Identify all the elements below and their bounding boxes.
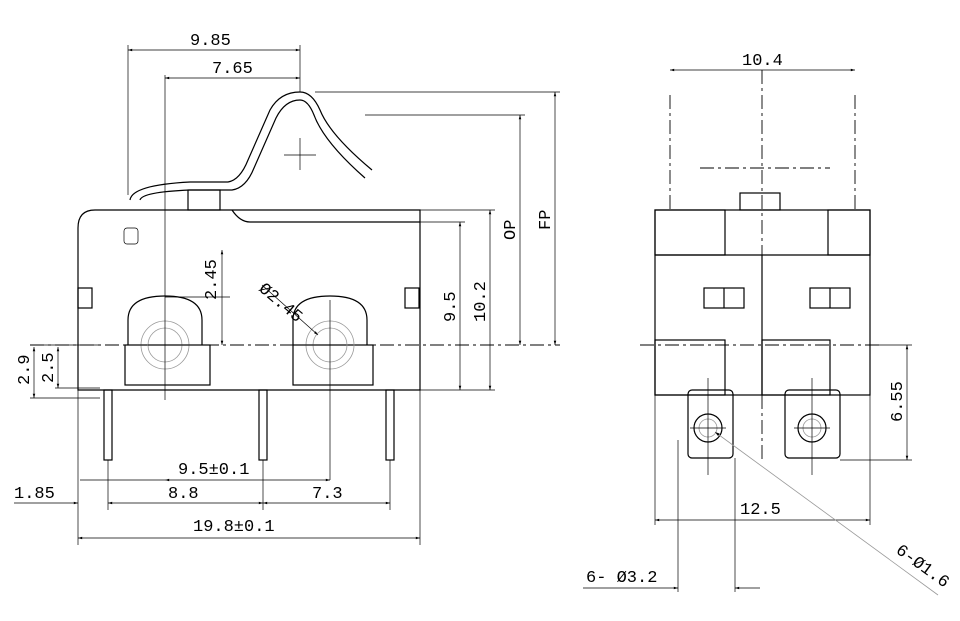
terminal-pin [258, 389, 268, 461]
switch-body [77, 209, 421, 391]
dim-hole-height: 2.45 [203, 259, 222, 300]
mark-icon [123, 227, 139, 245]
plunger [739, 192, 781, 211]
dim-body-height-a: 9.5 [442, 291, 461, 322]
terminal-pin [385, 389, 395, 461]
dim-lever-to-hole: 7.65 [212, 60, 253, 79]
dim-overall-width: 12.5 [740, 501, 781, 520]
dim-edge-offset: 1.85 [14, 485, 55, 504]
dim-body-height-b: 10.2 [472, 281, 491, 322]
mount-hole-left [124, 295, 211, 386]
dim-pin-pitch-b: 7.3 [312, 485, 343, 504]
dim-offset-a: 2.9 [16, 354, 35, 385]
dim-terminal-hole: 6- Ø3.2 [586, 569, 657, 588]
lever [129, 91, 373, 201]
dim-hole-pitch: 9.5±0.1 [178, 461, 249, 480]
dim-width: 10.4 [742, 52, 783, 71]
side-view: 9.85 7.65 OP FP 9.5 10.2 2.45 Ø2.45 2.9 … [14, 32, 560, 545]
dim-op: OP [502, 220, 521, 240]
dim-body-length: 19.8±0.1 [193, 518, 275, 537]
terminal-tab [784, 389, 841, 459]
end-view: 10.4 6.55 12.5 6- Ø3.2 6-Ø1.6 [583, 52, 952, 596]
terminal-tab [687, 389, 734, 459]
plunger [187, 189, 221, 211]
dim-pin-pitch-a: 8.8 [168, 485, 199, 504]
dim-hole-dia: Ø2.45 [254, 280, 305, 327]
terminal-pin [103, 389, 113, 461]
dim-lever-to-edge: 9.85 [190, 32, 231, 51]
mount-hole-right [292, 295, 374, 386]
dim-offset-b: 2.5 [40, 352, 59, 383]
dim-fp: FP [537, 210, 556, 230]
dim-terminal-height: 6.55 [889, 381, 908, 422]
